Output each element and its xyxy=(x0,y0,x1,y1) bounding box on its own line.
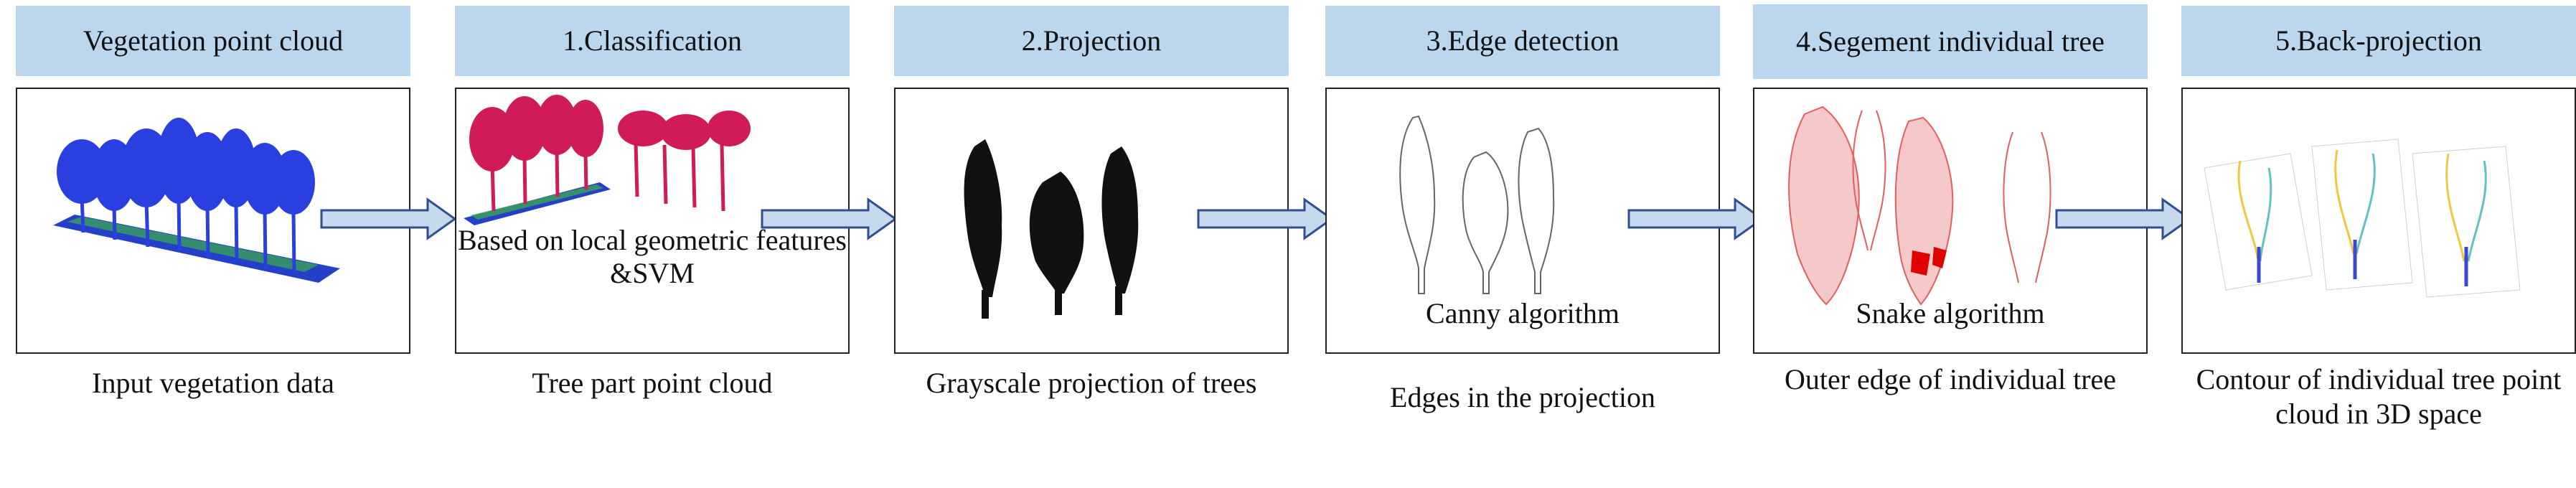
stage-image-frame xyxy=(2181,88,2576,354)
back-projection-3d-image xyxy=(2204,139,2521,298)
classified-tree-image xyxy=(464,95,751,225)
vegetation-point-cloud-image xyxy=(53,118,340,283)
grayscale-projection-image xyxy=(964,139,1139,319)
method-label: Snake algorithm xyxy=(1856,297,2045,329)
flow-arrow xyxy=(2055,197,2192,240)
stage-header: 1.Classification xyxy=(455,6,850,76)
flow-arrow xyxy=(761,197,898,240)
flow-arrow xyxy=(1627,197,1764,240)
stage-header: 4.Segement individual tree xyxy=(1753,4,2148,79)
flow-arrow xyxy=(1197,197,1334,240)
stage-header: 5.Back-projection xyxy=(2181,6,2576,76)
stage-header: Vegetation point cloud xyxy=(16,6,410,76)
edge-detection-image xyxy=(1399,115,1555,294)
snake-segmentation-image xyxy=(1788,105,2051,306)
flow-arrow xyxy=(320,197,457,240)
stage-caption: Input vegetation data xyxy=(92,367,334,399)
stage-caption: Outer edge of individual tree xyxy=(1784,363,2117,395)
method-label: Canny algorithm xyxy=(1426,297,1620,329)
stage-caption: Contour of individual tree point cloud i… xyxy=(2196,363,2562,430)
stage-header: 2.Projection xyxy=(894,6,1289,76)
stage-header: 3.Edge detection xyxy=(1325,6,1720,76)
stage-caption: Tree part point cloud xyxy=(532,367,773,399)
stage-caption: Edges in the projection xyxy=(1390,381,1655,413)
stage-caption: Grayscale projection of trees xyxy=(926,367,1257,399)
method-label: Based on local geometric features &SVM xyxy=(458,224,847,289)
